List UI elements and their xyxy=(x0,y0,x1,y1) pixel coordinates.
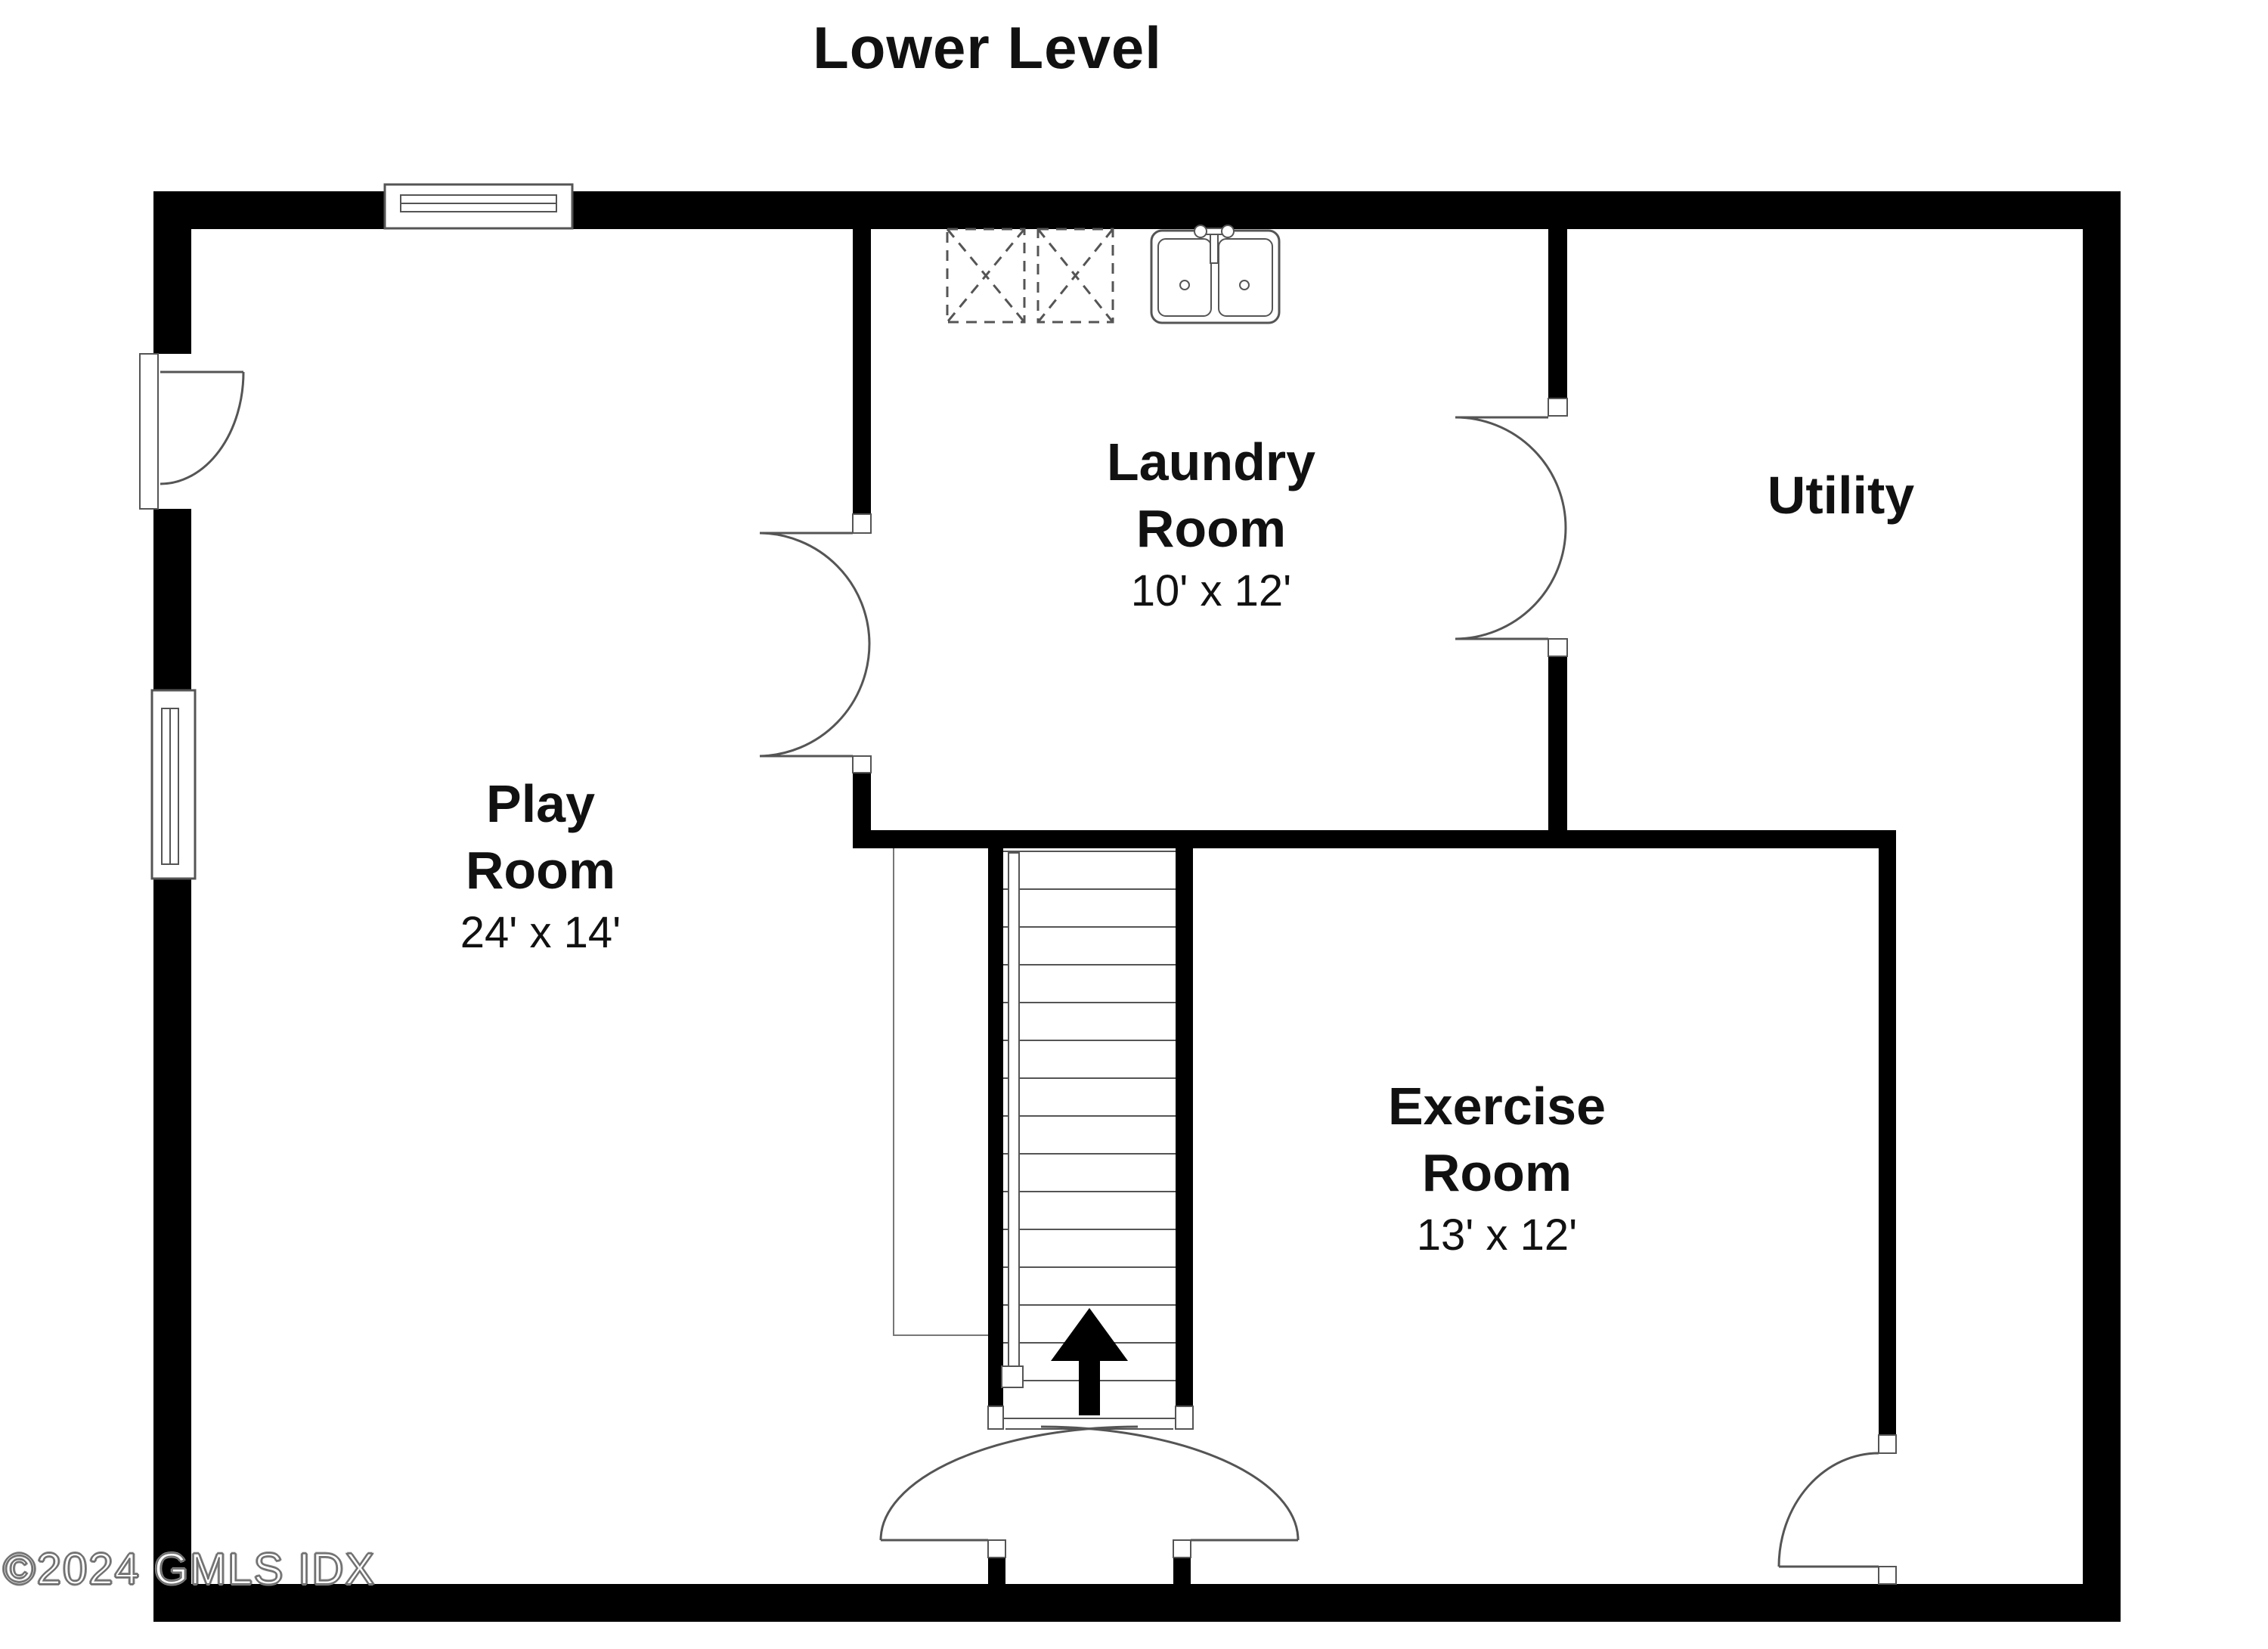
interior-walls xyxy=(853,229,1896,1584)
laundry-double-door xyxy=(759,532,871,758)
room-dims-exercise: 13' x 12' xyxy=(1416,1210,1578,1260)
room-name-utility: Utility xyxy=(1767,466,1915,525)
double-sink-icon xyxy=(1150,225,1281,324)
dryer-icon xyxy=(1036,228,1114,324)
watermark: ©2024 GMLS IDX xyxy=(2,1544,376,1595)
page-title: Lower Level xyxy=(813,14,1162,81)
room-label-laundry: Laundry Room 10' x 12' xyxy=(1083,429,1340,618)
room-name-play: Play Room xyxy=(465,774,616,900)
entry-door xyxy=(139,353,245,510)
utility-double-door xyxy=(1455,416,1567,640)
staircase xyxy=(1001,851,1176,1430)
room-dims-laundry: 10' x 12' xyxy=(1130,566,1292,615)
room-name-laundry: Laundry Room xyxy=(1106,432,1316,558)
washer-icon xyxy=(946,228,1026,324)
window-top-icon xyxy=(383,183,574,230)
room-name-exercise: Exercise Room xyxy=(1387,1077,1606,1202)
stair-handrail xyxy=(1001,852,1024,1388)
room-label-utility: Utility xyxy=(1682,463,2000,529)
understair-closet xyxy=(893,848,988,1336)
room-label-play: Play Room 24' x 14' xyxy=(442,771,639,959)
window-left-icon xyxy=(150,689,197,880)
room-label-exercise: Exercise Room 13' x 12' xyxy=(1361,1074,1633,1262)
door-jambs xyxy=(852,398,1897,1585)
exercise-door xyxy=(1777,1452,1879,1568)
room-dims-play: 24' x 14' xyxy=(460,908,621,957)
exterior-walls xyxy=(153,191,2121,1622)
stair-vestibule-doors xyxy=(879,1425,1300,1542)
up-arrow-icon xyxy=(1051,1308,1128,1415)
